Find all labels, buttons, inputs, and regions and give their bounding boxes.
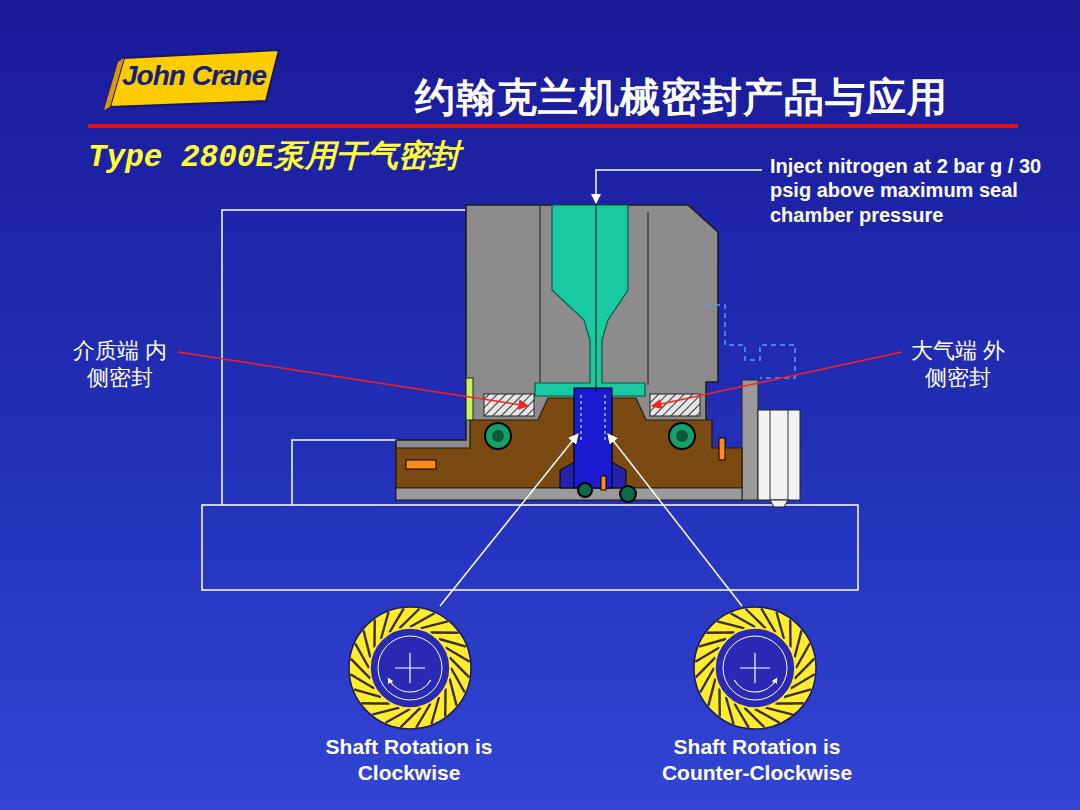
o-rings	[676, 430, 688, 442]
groove-face	[740, 653, 770, 683]
face-leader	[440, 434, 578, 606]
logo-badge	[104, 58, 124, 110]
drive-pins	[601, 476, 606, 490]
logo-badge	[110, 50, 279, 107]
optional-port-dashed	[706, 305, 795, 378]
groove-face	[766, 708, 793, 715]
face-leader	[608, 434, 742, 606]
groove-face	[395, 653, 425, 683]
rotation-caption: Shaft Rotation is Clockwise	[324, 734, 494, 787]
groove-face	[718, 689, 721, 717]
springs	[484, 394, 534, 416]
groove-face	[363, 630, 370, 657]
pump-housing-outline	[202, 505, 858, 590]
o-rings	[578, 483, 592, 497]
groove-face	[717, 621, 744, 628]
groove-face	[349, 607, 471, 729]
drive-pins	[406, 460, 436, 469]
gland-bolt	[758, 410, 800, 500]
seal-gland	[396, 205, 758, 500]
o-rings	[669, 423, 695, 449]
groove-face	[715, 628, 795, 708]
groove-face	[795, 630, 802, 657]
groove-face	[349, 607, 471, 729]
groove-face	[450, 657, 470, 677]
pump-housing-outline	[222, 210, 466, 505]
groove-face	[389, 680, 431, 692]
o-rings	[485, 423, 511, 449]
logo-text: John Crane	[122, 59, 266, 93]
o-rings	[492, 430, 504, 442]
groove-face	[776, 702, 804, 705]
seal-rings	[574, 388, 612, 488]
outer-seal-leader	[652, 352, 902, 406]
subtitle: Type 2800E泵用干气密封	[88, 139, 460, 177]
groove-face	[734, 680, 776, 692]
nitrogen-note: Inject nitrogen at 2 bar g / 30 psig abo…	[770, 154, 1050, 227]
gland-bolt	[770, 500, 788, 507]
seal-rings	[396, 488, 742, 500]
slide-title: 约翰克兰机械密封产品与应用	[415, 70, 948, 125]
groove-face	[789, 619, 792, 647]
inner-seal-leader	[178, 352, 528, 406]
groove-face	[708, 679, 715, 706]
groove-face	[361, 702, 389, 705]
seal-face-groove-views	[349, 607, 816, 729]
groove-face	[399, 609, 419, 629]
title-rule	[88, 124, 1018, 128]
seal-rings	[396, 388, 742, 500]
gland-bolt	[770, 410, 788, 500]
groove-face	[706, 631, 734, 634]
groove-face	[421, 621, 448, 628]
groove-face	[351, 659, 371, 679]
gland-bolt	[758, 410, 800, 507]
nitrogen-channel	[535, 205, 645, 396]
groove-face	[723, 636, 787, 700]
logo-badge	[104, 50, 279, 110]
part-label: 大气端 外侧密封	[904, 338, 1012, 392]
groove-face	[370, 628, 450, 708]
groove-face	[372, 708, 399, 715]
groove-face	[401, 708, 421, 728]
seal-gland	[396, 205, 742, 500]
groove-face	[694, 607, 816, 729]
groove-face	[431, 631, 459, 634]
rotation-face-view: Shaft Rotation is Counter-Clockwise	[637, 606, 877, 791]
rotation-face-view: Shaft Rotation is Clockwise	[324, 606, 494, 791]
seal-rings	[581, 395, 605, 440]
seal-gland	[742, 380, 758, 500]
pump-housing-outline	[292, 440, 398, 505]
drive-pins	[719, 438, 725, 460]
groove-face	[444, 689, 447, 717]
drive-pins	[406, 438, 725, 490]
groove-face	[450, 679, 457, 706]
groove-face	[373, 619, 376, 647]
part-label: 介质端 内侧密封	[66, 338, 174, 392]
springs	[484, 394, 700, 416]
center-line	[596, 185, 597, 392]
gasket-strip	[466, 378, 473, 420]
groove-face	[378, 636, 442, 700]
nitrogen-leader	[596, 170, 762, 203]
o-rings	[620, 486, 636, 502]
o-rings	[485, 423, 695, 502]
groove-face	[694, 607, 816, 729]
rotation-caption: Shaft Rotation is Counter-Clockwise	[637, 734, 877, 787]
